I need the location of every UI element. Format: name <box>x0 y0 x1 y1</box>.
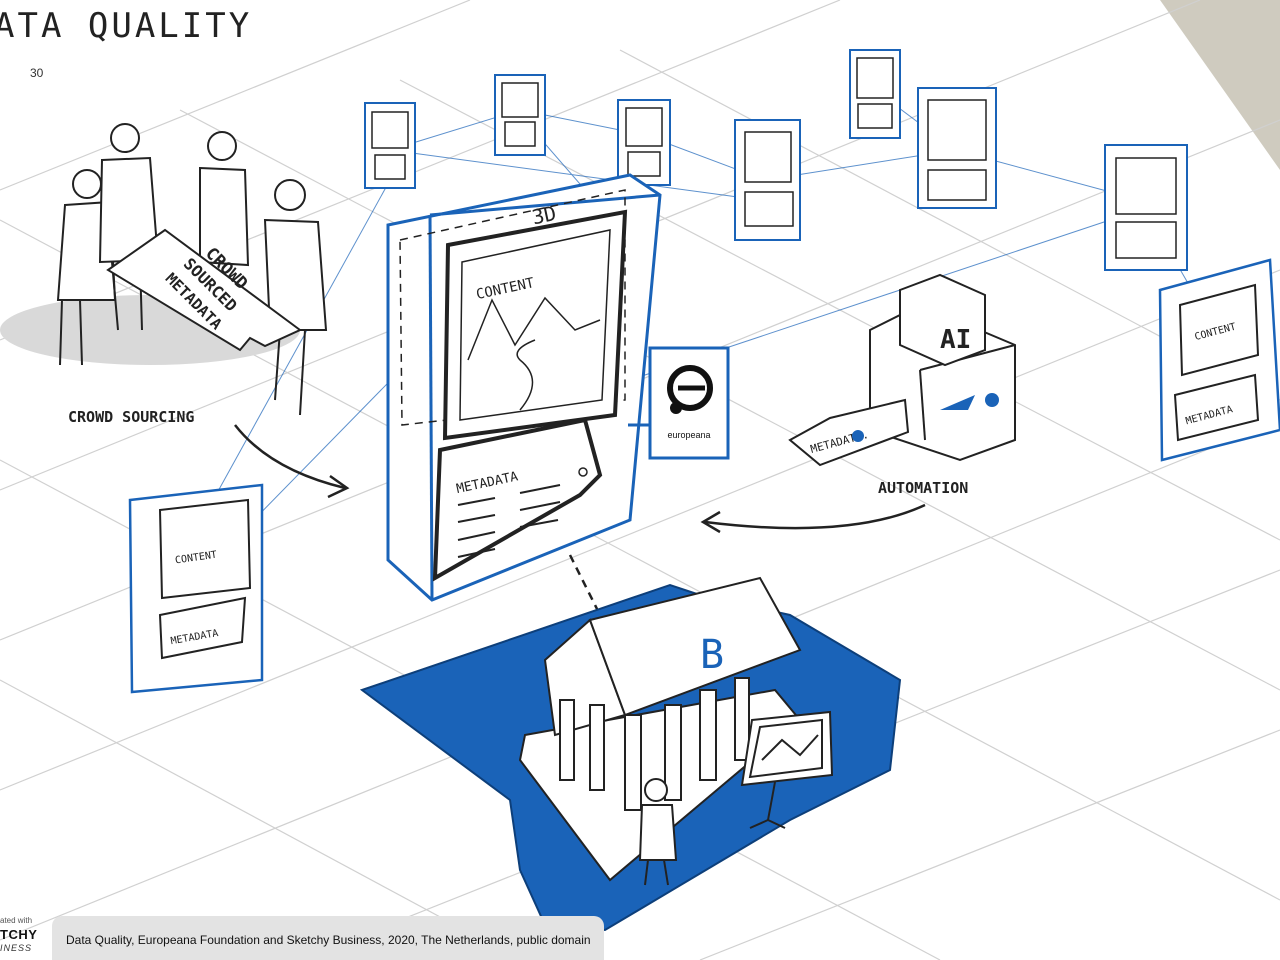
automation-arrow <box>704 503 926 530</box>
europeana-logo-icon: europeana <box>628 346 730 460</box>
credit-text: Data Quality, Europeana Foundation and S… <box>66 933 591 947</box>
sketchy-badge-caption: ated with <box>0 916 33 925</box>
link-dashes <box>568 554 602 616</box>
building-letter: B <box>700 632 724 678</box>
small-cabinet <box>364 49 1188 271</box>
main-cabinet: CONTENT 3D METADATA <box>386 173 662 602</box>
page-number: 30 <box>30 66 44 80</box>
automation-label: AUTOMATION <box>878 479 968 497</box>
page-title: ATA QUALITY <box>0 6 253 46</box>
crowd-sourcing-label: CROWD SOURCING <box>68 408 194 426</box>
gear-icon <box>985 393 999 407</box>
credit-box: Data Quality, Europeana Foundation and S… <box>52 916 604 960</box>
corner-triangle <box>1160 0 1280 170</box>
europeana-text: europeana <box>667 430 710 440</box>
ai-label: AI <box>940 325 971 355</box>
people-icon <box>56 123 328 416</box>
left-cabinet: CONTENT METADATA <box>128 483 264 694</box>
sketchy-badge-logo: TCHY <box>0 927 38 942</box>
crowd-sourced-banner: CROWD SOURCED METADATA <box>106 228 302 352</box>
ai-robot-icon: AI METADATA. <box>788 273 1016 467</box>
crowd-sourcing-arrow <box>234 424 346 490</box>
three-d-label: 3D <box>530 201 559 229</box>
small-cabinet-frames <box>371 57 1177 259</box>
person-icon <box>638 778 678 886</box>
right-cabinet: CONTENT METADATA <box>1158 258 1280 462</box>
sketchy-badge-sub: INESS <box>0 943 33 953</box>
easel-icon <box>740 710 834 829</box>
